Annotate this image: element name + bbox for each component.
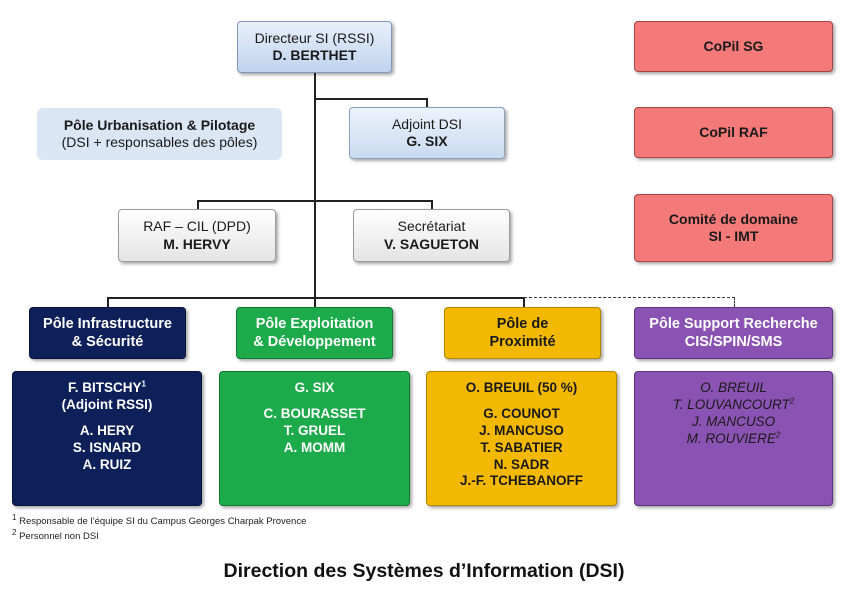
team-support-member-name: O. BREUIL — [700, 380, 767, 395]
team-support-member-footnote-mark: 2 — [789, 396, 795, 406]
team-proximite-box: O. BREUIL (50 %) G. COUNOT J. MANCUSO T.… — [426, 371, 617, 506]
team-support-box: O. BREUIL T. LOUVANCOURT2 J. MANCUSO M. … — [634, 371, 833, 506]
team-support-member-name: T. LOUVANCOURT — [672, 396, 790, 412]
team-proximite-member: G. COUNOT — [483, 405, 560, 421]
connector-pole3-vertical — [523, 297, 525, 307]
team-proximite-member: J. MANCUSO — [479, 422, 564, 438]
urbanisation-title: Pôle Urbanisation & Pilotage — [63, 116, 256, 133]
team-exploitation-member: A. MOMM — [283, 439, 346, 455]
team-exploitation-member: C. BOURASSET — [263, 405, 366, 421]
footnote-2-number: 2 — [12, 527, 17, 537]
team-support-member: T. LOUVANCOURT2 — [673, 397, 794, 414]
footnote-1: 1 Responsable de l’équipe SI du Campus G… — [12, 512, 307, 527]
raf-box: RAF – CIL (DPD) M. HERVY — [118, 209, 276, 262]
team-exploitation-member: T. GRUEL — [283, 422, 346, 438]
urbanisation-box: Pôle Urbanisation & Pilotage (DSI + resp… — [37, 108, 282, 160]
director-box: Directeur SI (RSSI) D. BERTHET — [237, 21, 392, 73]
comite-line1: Comité de domaine — [668, 210, 799, 227]
deputy-name: G. SIX — [406, 133, 448, 149]
secretariat-name: V. SAGUETON — [384, 235, 479, 252]
team-proximite-member: J.-F. TCHEBANOFF — [460, 473, 583, 489]
connector-staff-horizontal — [197, 200, 432, 202]
pole-proximite-box: Pôle de Proximité — [444, 307, 601, 359]
connector-raf-vertical — [197, 200, 199, 209]
connector-pole1-vertical — [107, 297, 109, 307]
pole-exploitation-line2: & Développement — [253, 334, 376, 350]
footnote-2-text: Personnel non DSI — [19, 531, 99, 542]
team-infrastructure-lead-name: F. BITSCHY — [68, 380, 142, 395]
team-infrastructure-member: A. HERY — [79, 422, 135, 438]
team-exploitation-box: G. SIX C. BOURASSET T. GRUEL A. MOMM — [219, 371, 410, 506]
pole-exploitation-box: Pôle Exploitation & Développement — [236, 307, 393, 359]
pole-infrastructure-box: Pôle Infrastructure & Sécurité — [29, 307, 186, 359]
urbanisation-subtitle: (DSI + responsables des pôles) — [61, 134, 258, 150]
pole-support-line1: Pôle Support Recherche — [649, 315, 818, 332]
connector-pole2-vertical — [314, 297, 316, 307]
team-support-member: J. MANCUSO — [692, 414, 775, 431]
deputy-box: Adjoint DSI G. SIX — [349, 107, 505, 159]
team-proximite-member: N. SADR — [493, 456, 550, 472]
team-infrastructure-lead-role: (Adjoint RSSI) — [61, 396, 153, 412]
footnote-2: 2 Personnel non DSI — [12, 527, 99, 542]
copil-sg-label: CoPil SG — [703, 37, 764, 54]
team-support-member-name: J. MANCUSO — [691, 413, 776, 429]
page-title: Direction des Systèmes d’Information (DS… — [223, 560, 625, 582]
pole-proximite-line2: Proximité — [489, 334, 556, 350]
director-role: Directeur SI (RSSI) — [254, 29, 375, 46]
pole-exploitation-line1: Pôle Exploitation — [255, 315, 374, 332]
connector-support-dashed — [524, 297, 735, 298]
pole-proximite-line1: Pôle de — [496, 315, 549, 332]
team-support-member: M. ROUVIERE2 — [687, 431, 781, 448]
secretariat-role: Secrétariat — [397, 218, 466, 234]
pole-support-line2: CIS/SPIN/SMS — [684, 334, 783, 350]
connector-sec-vertical — [431, 200, 433, 209]
connector-deputy-vertical — [426, 98, 428, 107]
copil-raf-label: CoPil RAF — [699, 123, 768, 140]
footnote-1-text: Responsable de l’équipe SI du Campus Geo… — [19, 516, 307, 527]
pole-support-box: Pôle Support Recherche CIS/SPIN/SMS — [634, 307, 833, 359]
connector-main-vertical — [314, 73, 316, 298]
raf-role: RAF – CIL (DPD) — [143, 218, 251, 234]
team-exploitation-lead: G. SIX — [294, 380, 335, 395]
team-infrastructure-box: F. BITSCHY1 (Adjoint RSSI) A. HERY S. IS… — [12, 371, 202, 506]
connector-support-dashed-vertical — [734, 297, 735, 307]
team-proximite-lead: O. BREUIL (50 %) — [465, 380, 578, 395]
deputy-role: Adjoint DSI — [391, 115, 463, 132]
connector-poles-horizontal — [107, 297, 524, 299]
pole-infrastructure-line1: Pôle Infrastructure — [43, 315, 172, 332]
team-infrastructure-lead-footnote-mark: 1 — [141, 379, 146, 389]
team-support-member-footnote-mark: 2 — [775, 430, 781, 440]
raf-name: M. HERVY — [163, 235, 231, 252]
secretariat-box: Secrétariat V. SAGUETON — [353, 209, 510, 262]
team-infrastructure-lead: F. BITSCHY1 — [68, 380, 146, 397]
team-proximite-member: T. SABATIER — [480, 439, 563, 455]
connector-deputy-horizontal — [314, 98, 427, 100]
team-support-member-name: M. ROUVIERE — [686, 430, 776, 446]
copil-sg-box: CoPil SG — [634, 21, 833, 72]
comite-domaine-box: Comité de domaine SI - IMT — [634, 194, 833, 262]
team-infrastructure-member: A. RUIZ — [82, 456, 132, 472]
comite-line2: SI - IMT — [708, 228, 759, 244]
pole-infrastructure-line2: & Sécurité — [71, 334, 144, 350]
footnote-1-number: 1 — [12, 512, 17, 522]
team-infrastructure-member: S. ISNARD — [72, 439, 142, 455]
team-support-member: O. BREUIL — [700, 380, 767, 397]
director-name: D. BERTHET — [272, 47, 357, 63]
copil-raf-box: CoPil RAF — [634, 107, 833, 158]
